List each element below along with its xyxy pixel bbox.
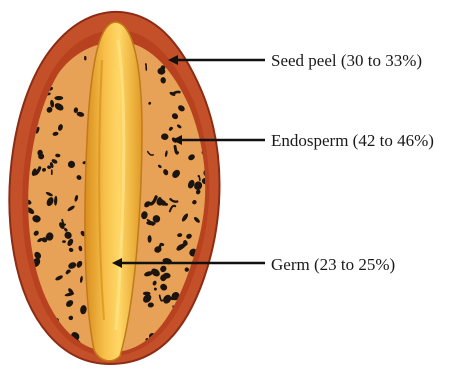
- endosperm-speckle: [189, 44, 199, 48]
- endosperm-speckle: [26, 322, 36, 333]
- endosperm-speckle: [196, 313, 208, 325]
- endosperm-speckle: [148, 235, 152, 243]
- endosperm-label: Endosperm (42 to 46%): [271, 132, 434, 149]
- endosperm-speckle: [29, 323, 34, 329]
- endosperm-speckle-streak: [165, 204, 166, 205]
- endosperm-speckle-streak: [67, 271, 69, 273]
- endosperm-speckle: [25, 327, 31, 333]
- endosperm-speckle: [177, 348, 184, 354]
- endosperm-speckle-streak: [196, 306, 200, 310]
- endosperm-speckle-streak: [170, 128, 171, 129]
- endosperm-speckle: [39, 350, 46, 357]
- endosperm-speckle: [158, 68, 166, 75]
- endosperm-speckle: [62, 240, 66, 243]
- endosperm-speckle: [191, 38, 199, 48]
- endosperm-speckle: [194, 64, 201, 71]
- endosperm-speckle-streak: [174, 92, 180, 93]
- endosperm-speckle: [27, 77, 30, 81]
- endosperm-speckle: [187, 50, 192, 54]
- endosperm-speckle: [196, 43, 206, 53]
- endosperm-speckle-streak: [146, 64, 147, 70]
- endosperm-speckle: [38, 37, 46, 45]
- endosperm-speckle: [26, 39, 32, 45]
- endosperm-speckle: [38, 38, 48, 48]
- germ-label: Germ (23 to 25%): [271, 256, 395, 273]
- endosperm-speckle: [25, 47, 36, 58]
- seed-peel-label: Seed peel (30 to 33%): [271, 52, 422, 69]
- endosperm-speckle: [32, 64, 35, 68]
